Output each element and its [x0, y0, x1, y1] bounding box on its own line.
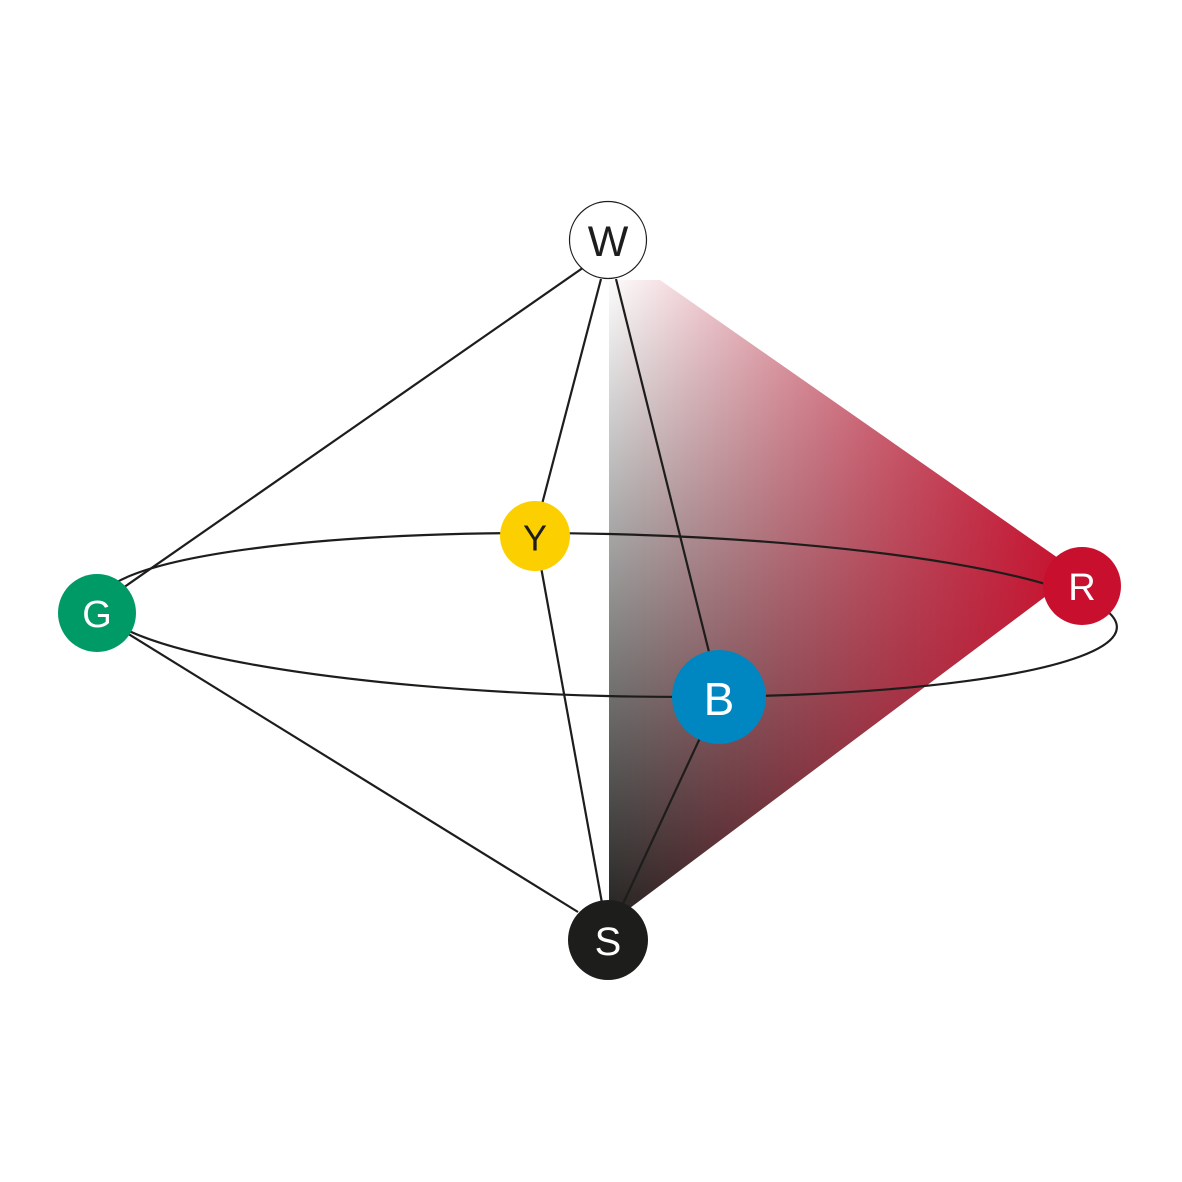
node-green: G: [58, 574, 136, 652]
edge-white-yellow: [539, 278, 603, 509]
edge-blue-black: [620, 737, 701, 909]
node-blue-label: B: [704, 673, 735, 725]
node-green-circle: [58, 574, 136, 652]
node-black-circle: [568, 900, 648, 980]
node-white-circle: [568, 200, 648, 280]
node-blue: B: [672, 650, 766, 744]
edge-yellow-black: [539, 566, 604, 904]
node-yellow: Y: [500, 501, 570, 571]
edge-green-black: [121, 629, 579, 913]
edge-white-blue: [614, 278, 711, 653]
edges: [119, 264, 711, 913]
node-green-label: G: [82, 594, 112, 636]
node-yellow-label: Y: [523, 518, 547, 559]
node-black: S: [568, 900, 648, 980]
node-yellow-circle: [500, 501, 570, 571]
red-section-triangle: [609, 280, 1078, 910]
node-red-label: R: [1068, 567, 1095, 609]
edge-white-green: [119, 264, 588, 591]
node-black-label: S: [595, 920, 622, 964]
node-red-circle: [1043, 547, 1121, 625]
node-blue-circle: [672, 650, 766, 744]
node-red: R: [1043, 547, 1121, 625]
node-white: W: [568, 200, 648, 280]
node-white-label: W: [588, 218, 629, 266]
